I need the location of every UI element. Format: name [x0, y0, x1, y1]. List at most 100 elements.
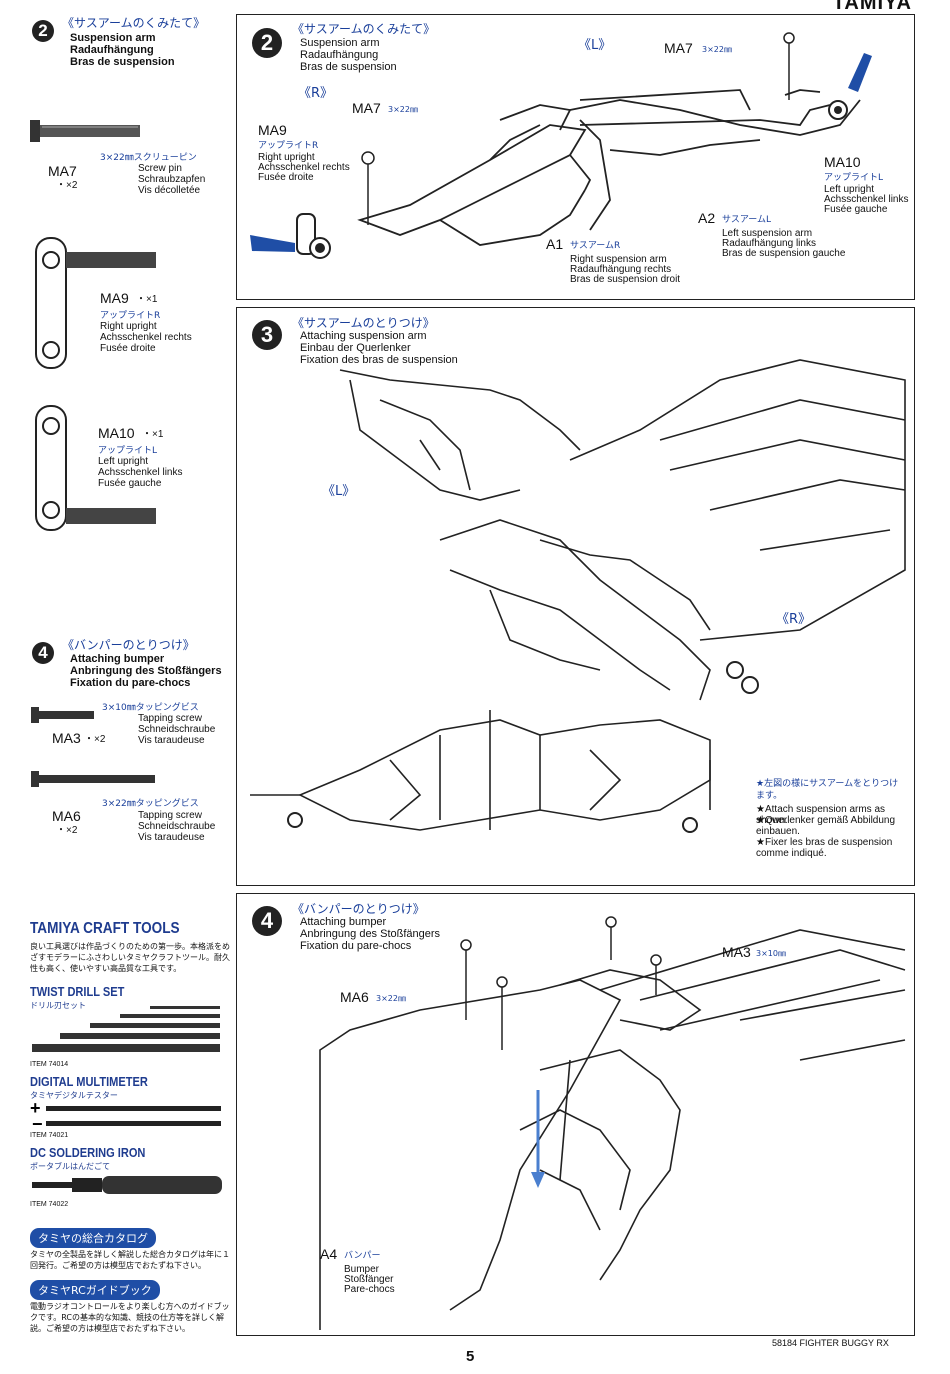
ma3-code: MA3: [52, 730, 81, 746]
panel3-note-de: ★Querlenker gemäß Abbildung einbauen.: [756, 815, 896, 837]
panel2-step-badge: 2: [252, 28, 282, 58]
multimeter-name: DIGITAL MULTIMETER: [30, 1074, 148, 1089]
panel2-a2-fr: Bras de suspension gauche: [722, 248, 846, 259]
ma7-de: Schraubzapfen: [138, 174, 206, 185]
multimeter-jp: タミヤデジタルテスター: [30, 1091, 118, 1100]
ma10-jp: アップライトL: [98, 446, 158, 456]
ma3-qty: ・×2: [84, 734, 106, 745]
svg-text:+: +: [30, 1100, 41, 1118]
panel2-a2-jp: サスアームL: [722, 215, 772, 225]
ma7-code: MA7: [48, 163, 77, 179]
ma7-qty: ・×2: [56, 180, 78, 191]
panel2-ma9-en: Right upright: [258, 152, 315, 163]
panel2-a1-jp: サスアームR: [570, 241, 621, 251]
panel2-ma9-jp: アップライトR: [258, 141, 319, 151]
panel-step-4: [236, 893, 915, 1336]
panel3-title-jp: 《サスアームのとりつけ》: [292, 316, 435, 330]
ma7-en: Screw pin: [138, 163, 182, 174]
panel4-ma6-size: 3×22㎜: [376, 994, 406, 1003]
panel3-step-badge: 3: [252, 320, 282, 350]
panel2-ma10-de: Achsschenkel links: [824, 194, 909, 205]
panel2-ma9-code: MA9: [258, 122, 287, 138]
panel2-a1-code: A1: [546, 236, 564, 252]
ma9-fr: Fusée droite: [100, 343, 156, 354]
screw-pin-drawing: [30, 120, 140, 142]
ma3-de: Schneidschraube: [138, 724, 216, 735]
ma6-qty: ・×2: [56, 825, 78, 836]
panel4-title-en: Attaching bumper: [300, 916, 387, 928]
drill-set-name: TWIST DRILL SET: [30, 984, 125, 999]
multimeter-probes-icon: + −: [30, 1100, 221, 1132]
panel2-ma10-en: Left upright: [824, 184, 875, 195]
brand-logo: TAMIYA: [832, 0, 912, 14]
model-number: 58184 FIGHTER BUGGY RX: [772, 1338, 889, 1348]
panel2-ma10-jp: アップライトL: [824, 173, 884, 183]
step-4-title-de: Anbringung des Stoßfängers: [70, 665, 222, 677]
panel2-ma7-r-code: MA7: [352, 100, 381, 116]
ma3-size: 3×10㎜タッピングビス: [102, 703, 199, 713]
panel2-ma7-r-size: 3×22㎜: [388, 105, 418, 114]
soldering-iron-name: DC SOLDERING IRON: [30, 1145, 146, 1160]
panel3-title-de: Einbau der Querlenker: [300, 342, 411, 354]
panel3-note-en: ★Attach suspension arms as shown.: [756, 804, 886, 826]
ma10-code: MA10: [98, 425, 135, 441]
panel2-ma9-de: Achsschenkel rechts: [258, 162, 350, 173]
panel3-chassis-drawing: [250, 359, 906, 833]
ma7-size: 3×22㎜スクリューピン: [100, 153, 197, 163]
ma7-fr: Vis décolletée: [138, 185, 201, 196]
step-2-title-en: Suspension arm: [70, 32, 156, 44]
step-2-title-jp: 《サスアームのくみたて》: [62, 16, 206, 30]
panel3-title-fr: Fixation des bras de suspension: [300, 354, 458, 366]
panel2-ma10-fr: Fusée gauche: [824, 204, 888, 215]
panel3-note-fr: ★Fixer les bras de suspension comme indi…: [756, 837, 893, 859]
catalog-label: タミヤの総合カタログ: [30, 1228, 156, 1248]
panel4-title-jp: 《バンパーのとりつけ》: [292, 902, 425, 916]
panel2-title-en: Suspension arm: [300, 37, 380, 49]
ma9-qty: ・×1: [136, 294, 158, 305]
panel3-note-jp: ★左図の様にサスアームをとりつけます。: [756, 779, 899, 801]
ma9-code: MA9: [100, 290, 129, 306]
guidebook-banner: タミヤRCガイドブック: [30, 1280, 160, 1300]
panel-step-3: [236, 307, 915, 886]
panel4-title-de: Anbringung des Stoßfängers: [300, 928, 441, 940]
panel2-r-label: 《R》: [298, 86, 334, 101]
panel4-bumper-drawing: [319, 916, 906, 1330]
step-2-badge: 2: [32, 20, 54, 42]
guidebook-label: タミヤRCガイドブック: [30, 1280, 160, 1300]
panel2-a1-de: Radaufhängung rechts: [570, 264, 672, 275]
catalog-text: タミヤの全製品を詳しく解説した総合カタログは年に１回発行。ご希望の方は模型店でお…: [30, 1250, 230, 1270]
upright-l-drawing: [35, 405, 156, 531]
step-4-title-jp: 《バンパーのとりつけ》: [62, 638, 195, 652]
svg-text:−: −: [32, 1114, 43, 1132]
panel4-title-fr: Fixation du pare-chocs: [300, 940, 412, 952]
ma10-en: Left upright: [98, 456, 149, 467]
soldering-iron-jp: ポータブルはんだごて: [30, 1162, 111, 1171]
panel2-a1-fr: Bras de suspension droit: [570, 274, 681, 285]
ma3-en: Tapping screw: [138, 713, 202, 724]
page-number: 5: [466, 1348, 475, 1365]
panel2-a1-en: Right suspension arm: [570, 254, 667, 265]
step-2-title-fr: Bras de suspension: [70, 56, 175, 68]
soldering-iron-icon: [32, 1176, 222, 1194]
ma6-code: MA6: [52, 808, 81, 824]
ma6-screw-drawing: [31, 771, 155, 787]
ma3-screw-drawing: [31, 707, 94, 723]
panel2-title-fr: Bras de suspension: [300, 61, 397, 73]
panel2-ma7-l-size: 3×22㎜: [702, 45, 732, 54]
panel2-ma10-code: MA10: [824, 154, 861, 170]
multimeter-item: ITEM 74021: [30, 1132, 69, 1139]
step-4-title-en: Attaching bumper: [70, 653, 165, 665]
panel2-l-label: 《L》: [578, 38, 612, 53]
ma6-size: 3×22㎜タッピングビス: [102, 799, 199, 809]
panel4-a4-de: Stoßfänger: [344, 1274, 394, 1285]
panel3-l-label: 《L》: [322, 484, 356, 499]
ma10-fr: Fusée gauche: [98, 478, 162, 489]
ma6-en: Tapping screw: [138, 810, 202, 821]
guidebook-text: 電動ラジオコントロールをより楽しむ方へのガイドブックです。RCの基本的な知識、競…: [30, 1302, 230, 1333]
ma6-de: Schneidschraube: [138, 821, 216, 832]
panel2-suspension-arm-drawing: [250, 32, 872, 259]
panel4-a4-en: Bumper: [344, 1264, 380, 1275]
panel3-title-en: Attaching suspension arm: [300, 330, 427, 342]
panel4-step-badge: 4: [252, 906, 282, 936]
ma3-fr: Vis taraudeuse: [138, 735, 205, 746]
